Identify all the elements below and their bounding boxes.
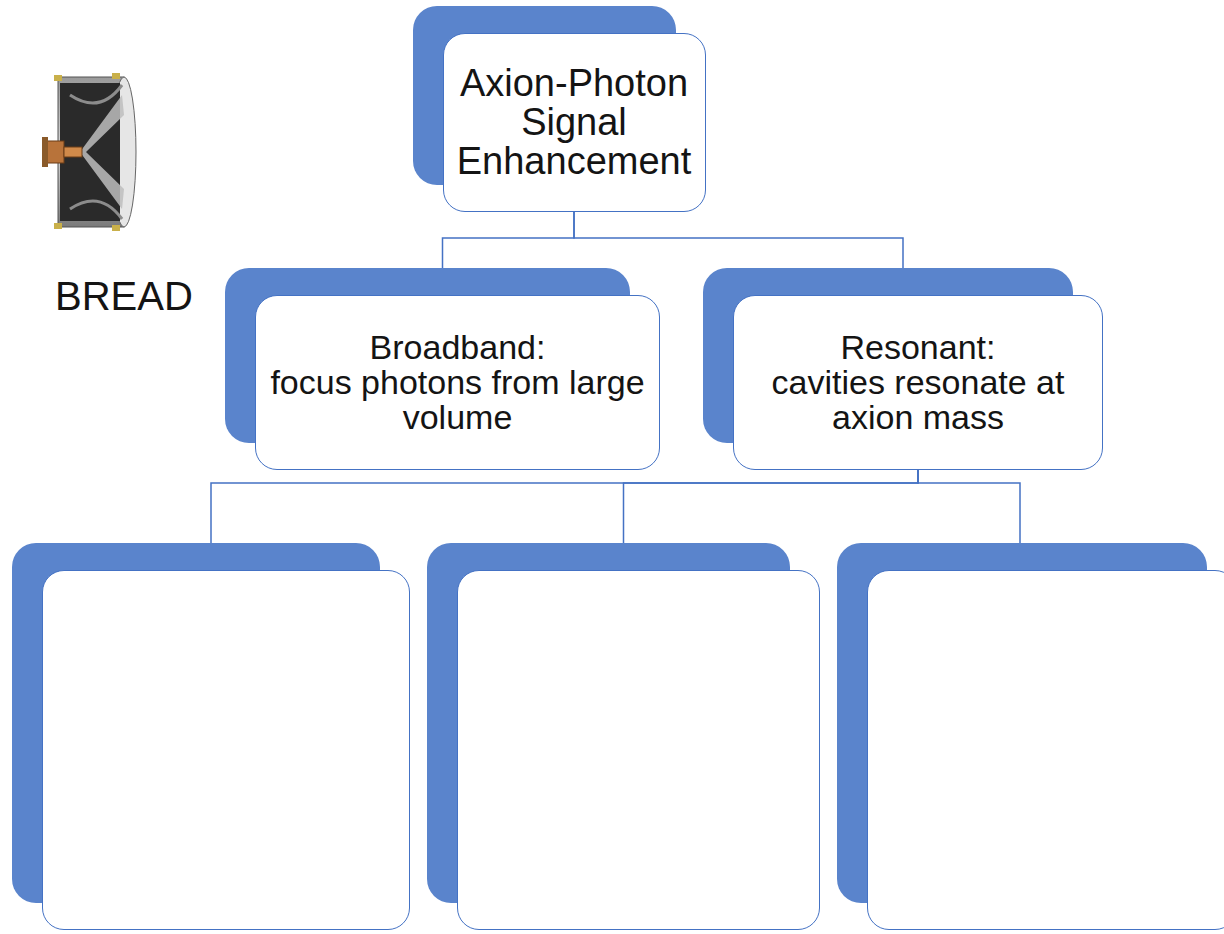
box-heading: Broadband: [370, 330, 546, 365]
process-box: Resonant:cavities resonate at axion mass [733, 295, 1103, 470]
tree-connector [918, 470, 1020, 543]
process-box [867, 570, 1224, 930]
bread-detector-illustration [40, 55, 140, 245]
tree-connector [574, 212, 903, 268]
tree-connector [211, 470, 918, 543]
box-heading: Resonant: [841, 330, 996, 365]
box-text: Axion-Photon Signal Enhancement [452, 64, 697, 180]
tree-connector [624, 470, 919, 543]
process-box: Axion-Photon Signal Enhancement [443, 33, 706, 212]
process-box [457, 570, 820, 930]
part-name: BREAD [55, 274, 193, 319]
box-text: focus photons from large volume [264, 365, 651, 434]
box-text: cavities resonate at axion mass [742, 365, 1094, 434]
process-box [42, 570, 410, 930]
tree-connector [443, 212, 575, 268]
process-box: Broadband:focus photons from large volum… [255, 295, 660, 470]
